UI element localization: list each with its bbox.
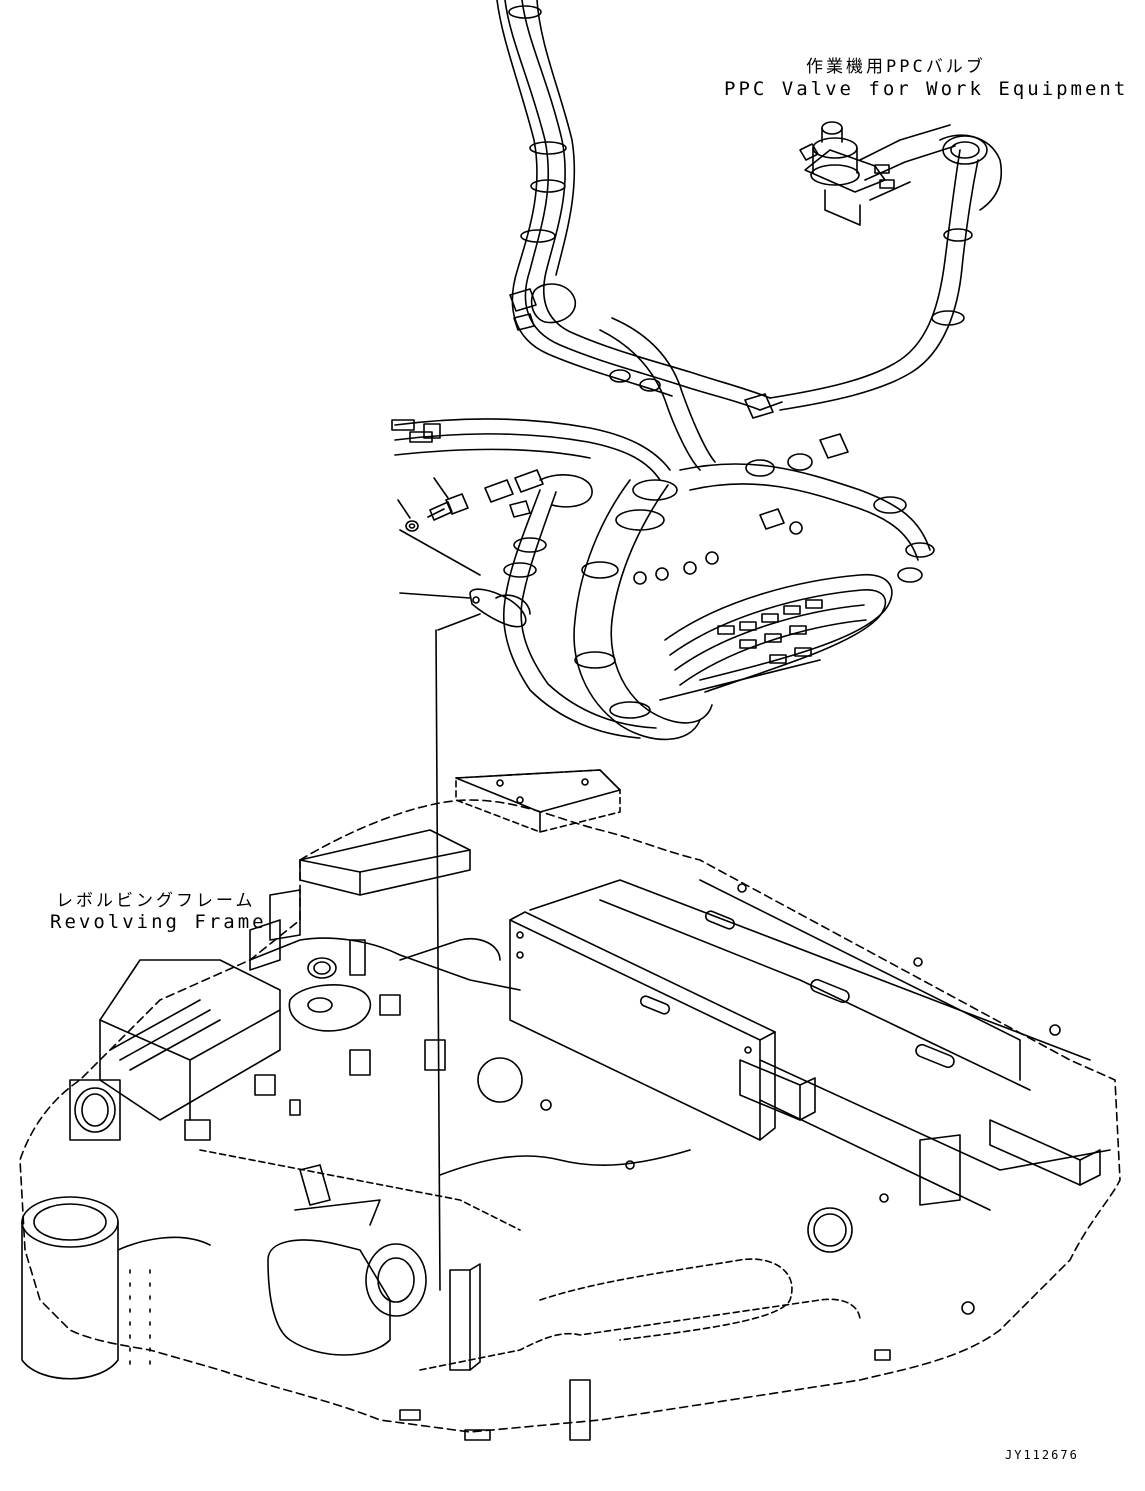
- washer: [397, 499, 419, 532]
- ppc-valve: [799, 121, 956, 226]
- drawing-code: JY112676: [1005, 1448, 1079, 1462]
- revolving-frame-label-jp: レボルビングフレーム: [56, 891, 256, 911]
- swing-boss: [21, 1196, 211, 1380]
- revolving-frame-label-en: Revolving Frame: [50, 911, 267, 933]
- ppc-valve-label-en: PPC Valve for Work Equipment: [724, 78, 1129, 100]
- bolt: [427, 477, 469, 521]
- hose-assembly: [391, 0, 1002, 741]
- boom-foot-boss: [267, 1164, 591, 1441]
- ppc-valve-label-jp: 作業機用PPCバルブ: [806, 57, 986, 77]
- clamp-parts: [397, 477, 531, 1291]
- revolving-frame: [19, 769, 1121, 1441]
